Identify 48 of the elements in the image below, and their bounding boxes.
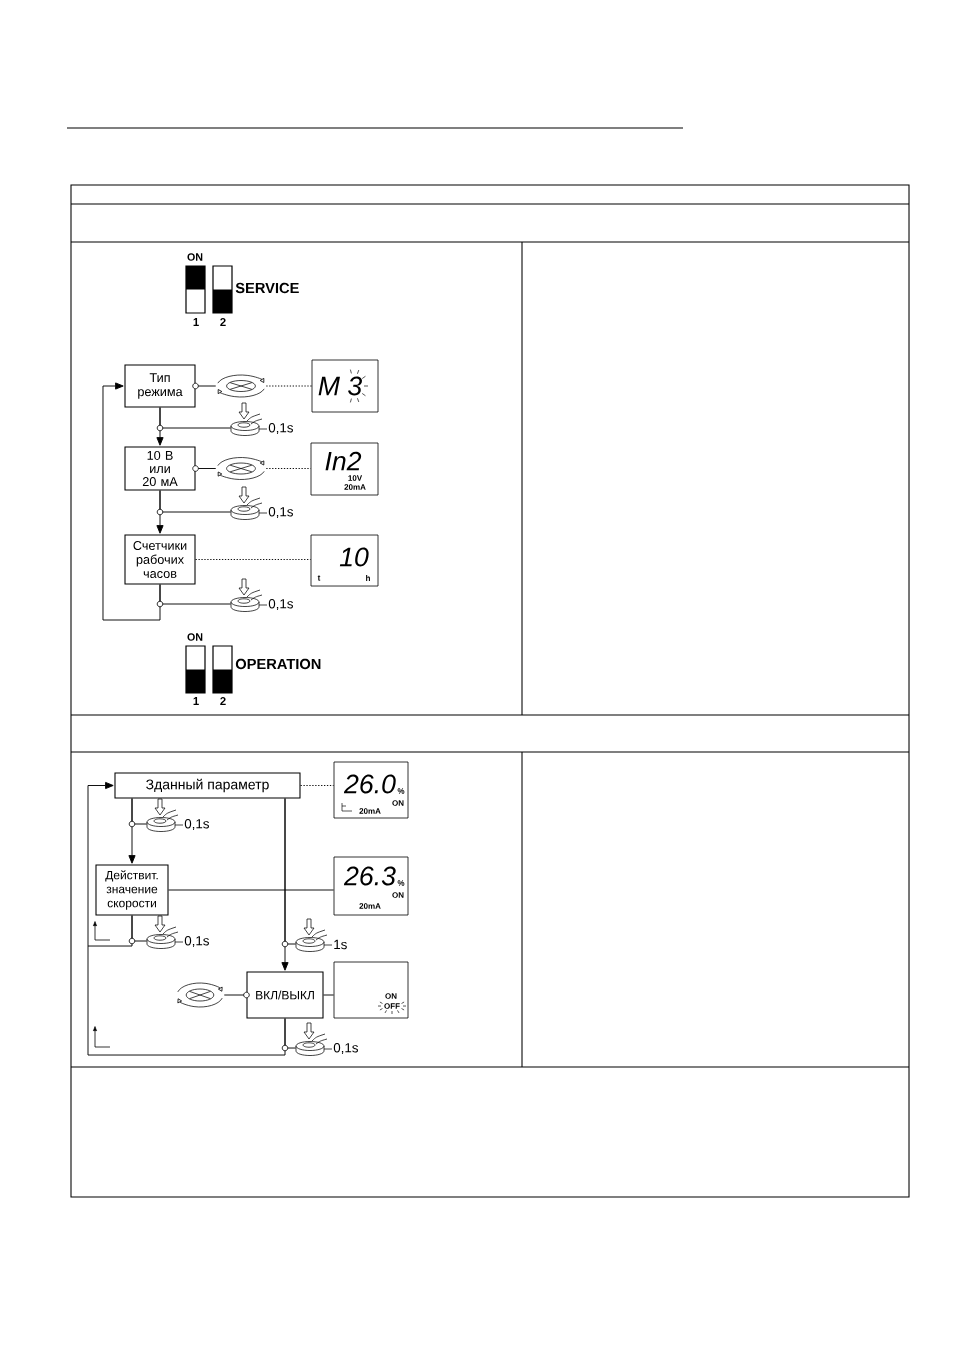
- lcd-display: t 10 h: [310, 534, 379, 587]
- duration-label: 0,1s: [184, 936, 209, 947]
- duration-label: 0,1s: [333, 1043, 358, 1055]
- connector-line: [323, 994, 335, 996]
- process-box: Счетчики рабочих часов: [124, 534, 196, 585]
- duration-label: 1s: [334, 939, 347, 950]
- connector-line: [131, 915, 148, 942]
- duration-label: 0,1s: [268, 507, 293, 519]
- rotary-knob-icon: [217, 374, 265, 398]
- connector-line: [159, 584, 232, 605]
- duration-label: 0,1s: [268, 599, 293, 611]
- connector-line: [131, 798, 148, 825]
- connector-line: [159, 490, 232, 513]
- connector-line: [197, 468, 217, 469]
- connector-line: [284, 1018, 297, 1049]
- mode-label: SERVICE: [235, 282, 299, 294]
- switch-number: 2: [220, 697, 226, 705]
- process-box: Тип режима: [124, 364, 196, 408]
- process-box: Действит. значение скорости: [95, 864, 169, 916]
- connector-line: [223, 994, 245, 996]
- connector-line: [265, 385, 313, 387]
- process-box: ВКЛ/ВЫКЛ: [246, 971, 324, 1019]
- connector-line: [265, 468, 312, 469]
- rotary-knob-icon: [177, 982, 223, 1008]
- lcd-display: In2 10V 20mA: [310, 442, 379, 496]
- mode-label: OPERATION: [235, 658, 321, 670]
- process-box: Зданный параметр: [114, 772, 301, 799]
- rotary-knob-icon: [217, 457, 265, 480]
- duration-label: 0,1s: [184, 819, 209, 831]
- connector-line: [284, 798, 297, 945]
- switch-number: 1: [193, 318, 199, 326]
- switch-label: ON: [187, 633, 203, 641]
- lcd-display: M 3: [311, 359, 379, 413]
- lcd-display: 26.3% ON 20mA: [333, 856, 409, 916]
- flow-arrow: [87, 781, 114, 1056]
- lcd-display: 26.0% ON 20mA: [333, 761, 409, 819]
- flow-arrow: [102, 382, 161, 621]
- connector-line: [168, 889, 335, 891]
- switch-number: 2: [220, 318, 226, 326]
- connector-line: [159, 407, 232, 429]
- lcd-display: ON OFF: [333, 961, 409, 1019]
- connector-line: [195, 559, 312, 560]
- connector-line: [300, 785, 335, 786]
- process-box: 10 В или 20 мА: [124, 446, 196, 491]
- switch-number: 1: [193, 697, 199, 705]
- duration-label: 0,1s: [268, 423, 293, 435]
- connector-line: [197, 385, 217, 387]
- switch-label: ON: [187, 253, 203, 261]
